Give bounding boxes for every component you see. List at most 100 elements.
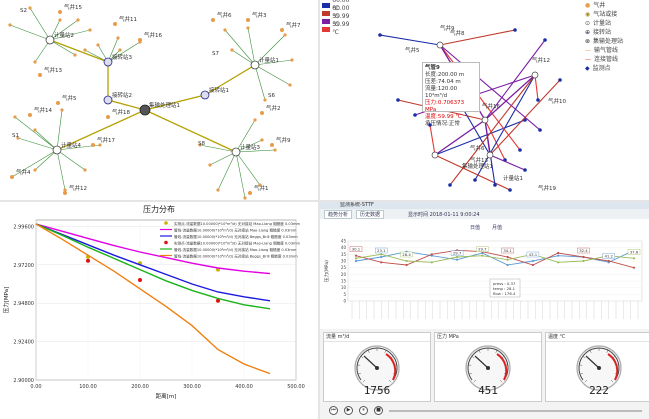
monitor-point-icon [558, 78, 562, 82]
monitor-point-icon [536, 98, 540, 102]
node-label: 气井5 [62, 94, 77, 102]
history-data-button[interactable]: 历史数据 [356, 209, 385, 219]
x-tick-label: 400.00 [235, 384, 253, 390]
legend-symbol-icon: ⊗ [585, 38, 591, 45]
data-point [354, 257, 358, 260]
gauge-tick [612, 356, 616, 359]
temperature-map-svg[interactable]: 气井8气井6气井9气井12气井10气井16计量站1气井13气井19集输处理站1气… [320, 0, 649, 200]
legend-swatch [322, 18, 331, 24]
data-label-box [501, 247, 514, 254]
gas-well-icon [33, 60, 37, 64]
map-label: 气井10 [548, 97, 566, 105]
gas-well-icon [113, 22, 117, 26]
stop-button[interactable]: ■ [374, 406, 383, 415]
playback-slider[interactable] [389, 409, 642, 412]
rewind-button[interactable]: ⏮ [329, 406, 338, 415]
gauge-tick [615, 373, 619, 375]
pause-button[interactable]: ⏸ [359, 406, 368, 415]
trend-analysis-button[interactable]: 趋势分析 [324, 209, 353, 219]
data-label: 30.1 [352, 247, 361, 252]
gas-well-icon [230, 48, 234, 52]
gas-well-icon [8, 23, 12, 27]
legend-symbol-icon: ⊕ [585, 29, 591, 36]
node-label: 集输处理站1 [149, 101, 180, 109]
map-label: 气井13 [470, 156, 488, 164]
data-point [380, 261, 383, 264]
gas-well-icon [98, 143, 102, 147]
branch-pipe [247, 27, 256, 66]
gauge-danger-zone [607, 353, 619, 381]
legend-label: 59.99 ℃ [332, 13, 350, 28]
branch-pipe [107, 41, 141, 63]
gas-well-icon [246, 26, 250, 30]
node-label: 气井15 [64, 3, 82, 11]
series-line [35, 223, 271, 375]
gauge-label: 压力 MPa [435, 333, 541, 342]
horizontal-separator [0, 200, 649, 202]
gauge-value: 1756 [363, 384, 391, 397]
node-label: 气井17 [97, 136, 115, 144]
gas-well-icon [38, 73, 42, 77]
gauge-pivot [375, 366, 379, 370]
gas-well-icon [83, 48, 87, 52]
gauge-needle [474, 355, 489, 369]
meter-station-icon [231, 147, 241, 157]
legend-swatch [322, 2, 331, 8]
symbol-legend: ●气井◉气站或接⊙计量站⊕接转站⊗集输处理站—输气管线—连接管线◆监测点 [585, 1, 645, 73]
data-point [380, 255, 383, 259]
data-point [506, 255, 509, 259]
node-label: S8 [198, 141, 205, 147]
gas-well-icon [63, 191, 67, 195]
y-tick-label: 35 [341, 252, 347, 257]
gas-well-icon [283, 33, 287, 37]
branch-pipe [199, 144, 237, 153]
node-label: 气井12 [69, 184, 87, 192]
playback-controls: ⏮ ▶ ⏸ ■ [323, 405, 649, 416]
play-button[interactable]: ▶ [344, 406, 353, 415]
trunk-pipe [49, 39, 109, 63]
data-point [557, 261, 560, 264]
gas-well-icon [116, 36, 120, 40]
legend-swatch [322, 10, 331, 16]
chart-tooltip [489, 278, 521, 298]
branch-pipe [49, 29, 91, 41]
data-label: 41.2 [604, 253, 613, 258]
y-tick-label: 2.99600 [13, 224, 34, 230]
collect-station-icon [103, 95, 113, 105]
gas-well-icon [118, 48, 122, 52]
monitor-panel: 监测系统-STTF 趋势分析 历史数据 显示时间 2018-01-11 9:00… [320, 202, 649, 419]
gas-well-icon [260, 111, 264, 115]
branch-pipe [235, 151, 246, 199]
chart-tooltip-line: flow : 176.4 [493, 291, 516, 296]
node-label: S7 [212, 51, 219, 57]
gauge-tick [390, 356, 394, 359]
gas-well-icon [211, 18, 215, 22]
legend-entry: 60.00 ℃ [322, 0, 356, 12]
node-label: 接转站3 [112, 53, 133, 61]
series-line [355, 253, 635, 263]
data-label-box [577, 247, 590, 254]
processing-plant-icon [139, 104, 151, 116]
data-label-box [349, 246, 363, 252]
collect-station-icon [103, 57, 113, 67]
data-label: 29.7 [453, 251, 462, 256]
gas-well-icon [58, 18, 62, 22]
gas-well-icon [13, 115, 17, 119]
gauge-tick [471, 356, 475, 359]
symbol-legend-entry: —输气管线 [585, 46, 645, 55]
legend-label: 60.00 ℃ [332, 5, 350, 20]
gauge-tick [468, 373, 472, 375]
legend-symbol-icon: — [585, 47, 591, 54]
symbol-legend-entry: —连接管线 [585, 55, 645, 64]
legend-symbol-icon: ⊙ [585, 20, 591, 27]
gauge-needle [585, 355, 600, 369]
gas-well-icon [28, 113, 32, 117]
legend-swatch [322, 26, 331, 32]
gauge-tick [579, 373, 583, 375]
pressure-chart-svg[interactable]: 压力分布2.900002.924002.948002.972002.996000… [0, 202, 318, 419]
